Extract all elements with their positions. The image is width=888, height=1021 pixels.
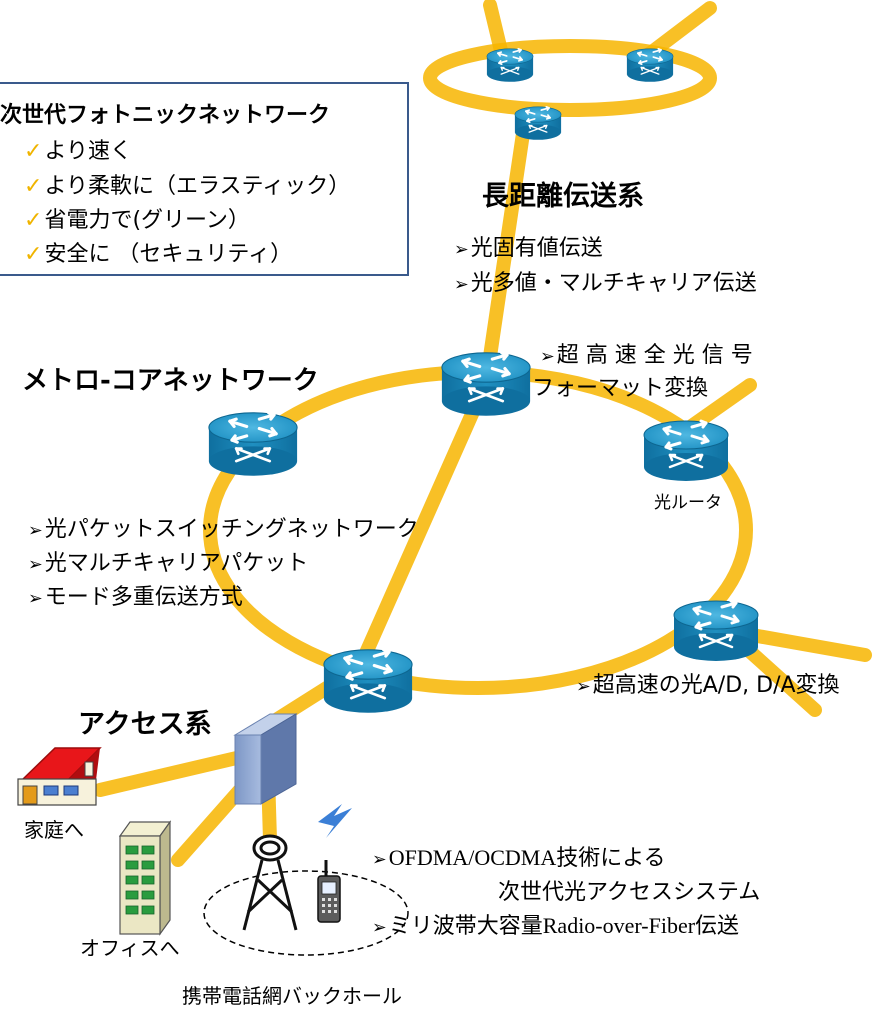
long-haul-trunk — [481, 113, 532, 377]
vision-item: ✓安全に （セキュリティ） — [24, 242, 293, 267]
access-node-icon — [233, 713, 298, 805]
format-conversion-line2: フォーマット変換 — [532, 376, 709, 401]
long-haul-item: ➢光固有値伝送 — [454, 236, 603, 261]
lightning-icon — [318, 804, 352, 838]
metro-item: ➢光マルチキャリアパケット — [28, 551, 309, 576]
cell-area — [203, 870, 409, 956]
ofdma-line2: 次世代光アクセスシステム — [498, 879, 761, 904]
long-haul-title: 長距離伝送系 — [482, 181, 644, 212]
home-label: 家庭へ — [24, 818, 84, 842]
backhaul-label: 携帯電話網バックホール — [182, 984, 402, 1008]
long-haul-ring — [423, 39, 717, 117]
router-longhaul-right — [626, 47, 674, 83]
access-title: アクセス系 — [78, 709, 212, 740]
mmwave-label: ➢ミリ波帯大容量Radio-over-Fiber伝送 — [372, 913, 740, 938]
router-metro-left — [207, 411, 299, 478]
check-icon: ✓ — [24, 208, 43, 233]
arrow-bullet-icon: ➢ — [454, 240, 469, 260]
router-metro-right — [672, 599, 760, 663]
arrow-bullet-icon: ➢ — [576, 677, 591, 697]
arrow-bullet-icon: ➢ — [540, 347, 555, 367]
metro-diagonal — [355, 371, 495, 669]
arrow-bullet-icon: ➢ — [372, 849, 387, 869]
arrow-bullet-icon: ➢ — [28, 555, 43, 575]
router-optical — [642, 419, 730, 483]
ofdma-line1: ➢OFDMA/OCDMA技術による — [372, 845, 666, 870]
trunk-up-left — [483, 0, 509, 62]
arrow-bullet-icon: ➢ — [372, 917, 387, 937]
vision-title: 次世代フォトニックネットワーク — [0, 103, 331, 128]
router-metro-top — [440, 351, 532, 418]
metro-item: ➢光パケットスイッチングネットワーク — [28, 517, 419, 542]
house-icon — [17, 747, 102, 806]
office-building-icon — [118, 820, 172, 936]
check-icon: ✓ — [24, 174, 43, 199]
ad-da-label: ➢超高速の光A/D, D/A変換 — [576, 673, 840, 698]
check-icon: ✓ — [24, 139, 43, 164]
metro-item: ➢モード多重伝送方式 — [28, 585, 243, 610]
router-longhaul-left — [486, 47, 534, 83]
vision-item: ✓より柔軟に（エラスティック） — [24, 174, 351, 199]
arrow-bullet-icon: ➢ — [28, 589, 43, 609]
vision-item: ✓より速く — [24, 139, 132, 164]
format-conversion-line1: ➢超 高 速 全 光 信 号 — [540, 343, 753, 368]
mobile-phone-icon — [317, 860, 341, 923]
vision-item: ✓省電力で(グリーン） — [24, 208, 250, 233]
arrow-bullet-icon: ➢ — [28, 521, 43, 541]
metro-title: メトロ-コアネットワーク — [22, 366, 319, 396]
trunk-up-right — [641, 1, 717, 62]
router-metro-bottom — [322, 648, 414, 715]
check-icon: ✓ — [24, 242, 43, 267]
router-longhaul-bottom — [514, 105, 562, 141]
vision-box: 次世代フォトニックネットワーク ✓より速く ✓より柔軟に（エラスティック） ✓省… — [0, 82, 409, 276]
optical-router-label: 光ルータ — [654, 493, 722, 513]
office-label: オフィスへ — [80, 936, 180, 960]
arrow-bullet-icon: ➢ — [454, 275, 469, 295]
long-haul-item: ➢光多値・マルチキャリア伝送 — [454, 271, 757, 296]
antenna-tower-icon — [242, 834, 298, 931]
